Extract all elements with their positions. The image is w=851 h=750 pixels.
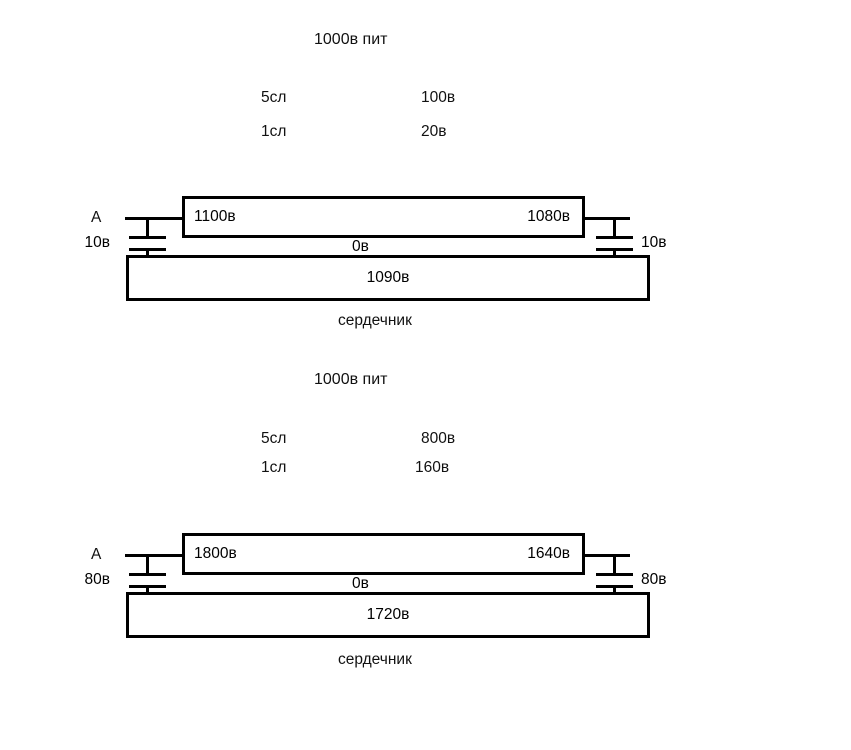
capacitor-label-top-right: 10в [641,234,667,251]
winding-box-bottom: 1800в 1640в [182,533,585,575]
winding-lead-wire-top-right [585,217,630,220]
capacitor-label-bottom-left: 80в [84,571,110,588]
winding-box-top: 1100в 1080в [182,196,585,238]
winding-right-voltage-top: 1080в [527,208,570,225]
layer-voltage-1sl-bottom: 160в [415,459,450,476]
capacitor-plate-a-top-left [129,236,166,239]
core-box-top: 1090в [126,255,650,301]
layer-label-1sl-bottom: 1сл [261,459,287,476]
capacitor-stem-upper-bottom-right [613,554,616,573]
capacitor-stem-lower-bottom-right [613,585,616,595]
winding-right-voltage-bottom: 1640в [527,545,570,562]
winding-left-voltage-bottom: 1800в [194,545,237,562]
capacitor-plate-a-top-right [596,236,633,239]
capacitor-plate-a-bottom-left [129,573,166,576]
terminal-lead-wire-bottom-left [125,554,185,557]
gap-voltage-top: 0в [352,238,369,255]
capacitor-label-bottom-right: 80в [641,571,667,588]
layer-voltage-5sl-top: 100в [421,89,456,106]
core-box-bottom: 1720в [126,592,650,638]
capacitor-stem-upper-top-right [613,217,616,236]
core-label-top: сердечник [338,312,412,329]
capacitor-stem-upper-top-left [146,217,149,236]
capacitor-stem-lower-bottom-left [146,585,149,595]
core-label-bottom: сердечник [338,651,412,668]
supply-label-bottom: 1000в пит [314,371,388,388]
core-voltage-top: 1090в [366,269,410,286]
capacitor-plate-a-bottom-right [596,573,633,576]
winding-lead-wire-bottom-right [585,554,630,557]
terminal-lead-wire-top-left [125,217,185,220]
layer-label-1sl-top: 1сл [261,123,287,140]
capacitor-stem-lower-top-right [613,248,616,258]
capacitor-stem-upper-bottom-left [146,554,149,573]
gap-voltage-bottom: 0в [352,575,369,592]
layer-voltage-1sl-top: 20в [421,123,447,140]
layer-label-5sl-top: 5сл [261,89,287,106]
layer-label-5sl-bottom: 5сл [261,430,287,447]
terminal-label-a-top: A [91,209,102,226]
winding-left-voltage-top: 1100в [194,208,236,225]
layer-voltage-5sl-bottom: 800в [421,430,456,447]
supply-label-top: 1000в пит [314,31,388,48]
core-voltage-bottom: 1720в [366,606,410,623]
capacitor-label-top-left: 10в [84,234,110,251]
capacitor-stem-lower-top-left [146,248,149,258]
terminal-label-a-bottom: A [91,546,102,563]
